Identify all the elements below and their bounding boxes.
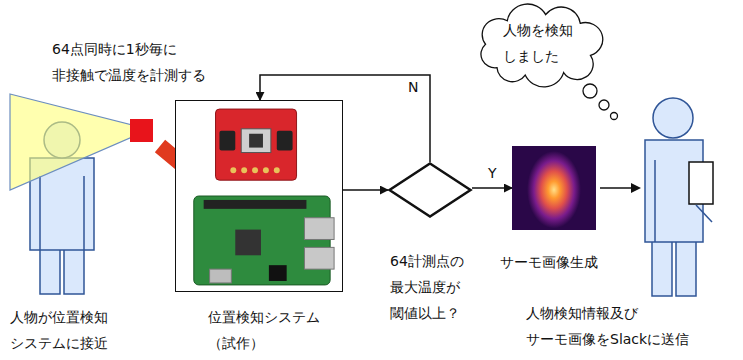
audio-jack <box>269 265 287 281</box>
thought-bubbles <box>583 84 618 120</box>
system-box: 位置検知システム （試作） <box>175 100 343 292</box>
sensor-lens <box>249 134 263 148</box>
usb-port <box>304 218 334 240</box>
arm-line <box>696 205 712 222</box>
connector <box>277 131 293 151</box>
branch-label: Y <box>486 164 499 182</box>
send-arrow <box>600 183 641 193</box>
gpio-header <box>204 200 307 209</box>
decision-diamond: 64計測点の 最大温度が 閾値以上？ <box>388 162 472 218</box>
sensor-board <box>216 109 297 180</box>
cloud-outline <box>474 6 602 80</box>
annotation-text: 64点同時に1秒毎に 非接触で温度を計測する <box>52 36 206 88</box>
usb-port <box>304 247 334 269</box>
node-caption: 位置検知システム （試作） <box>208 304 320 356</box>
diamond-outline <box>388 162 472 218</box>
hardware-illustration <box>176 101 342 291</box>
cpu-chip <box>235 230 261 256</box>
thermal-image: サーモ画像生成 <box>512 146 596 230</box>
annotation-text: 人物が位置検知 システムに接近 <box>10 304 108 356</box>
pin-hole <box>274 167 280 173</box>
node-caption: サーモ画像生成 <box>500 249 598 275</box>
branch-label: N <box>406 78 420 96</box>
pin-hole <box>252 167 258 173</box>
annotation-text: 人物検知情報及び サーモ画像をSlackに送信 <box>526 300 689 352</box>
sensing-cone <box>10 94 132 190</box>
phone-icon <box>689 162 713 204</box>
flow-connector <box>472 187 512 189</box>
pi-board <box>194 196 330 285</box>
node-caption: 64計測点の 最大温度が 閾値以上？ <box>390 248 464 326</box>
sensor-square <box>130 119 153 142</box>
thought-cloud: 人物を検知 しました <box>474 6 602 80</box>
connector <box>219 131 235 151</box>
pin-hole <box>241 167 247 173</box>
cloud-text: 人物を検知 しました <box>503 17 573 69</box>
flow-connector <box>343 189 388 191</box>
pin-hole <box>230 167 236 173</box>
hdmi-port <box>210 269 232 283</box>
pin-hole <box>263 167 269 173</box>
sensor-chip <box>241 129 271 153</box>
